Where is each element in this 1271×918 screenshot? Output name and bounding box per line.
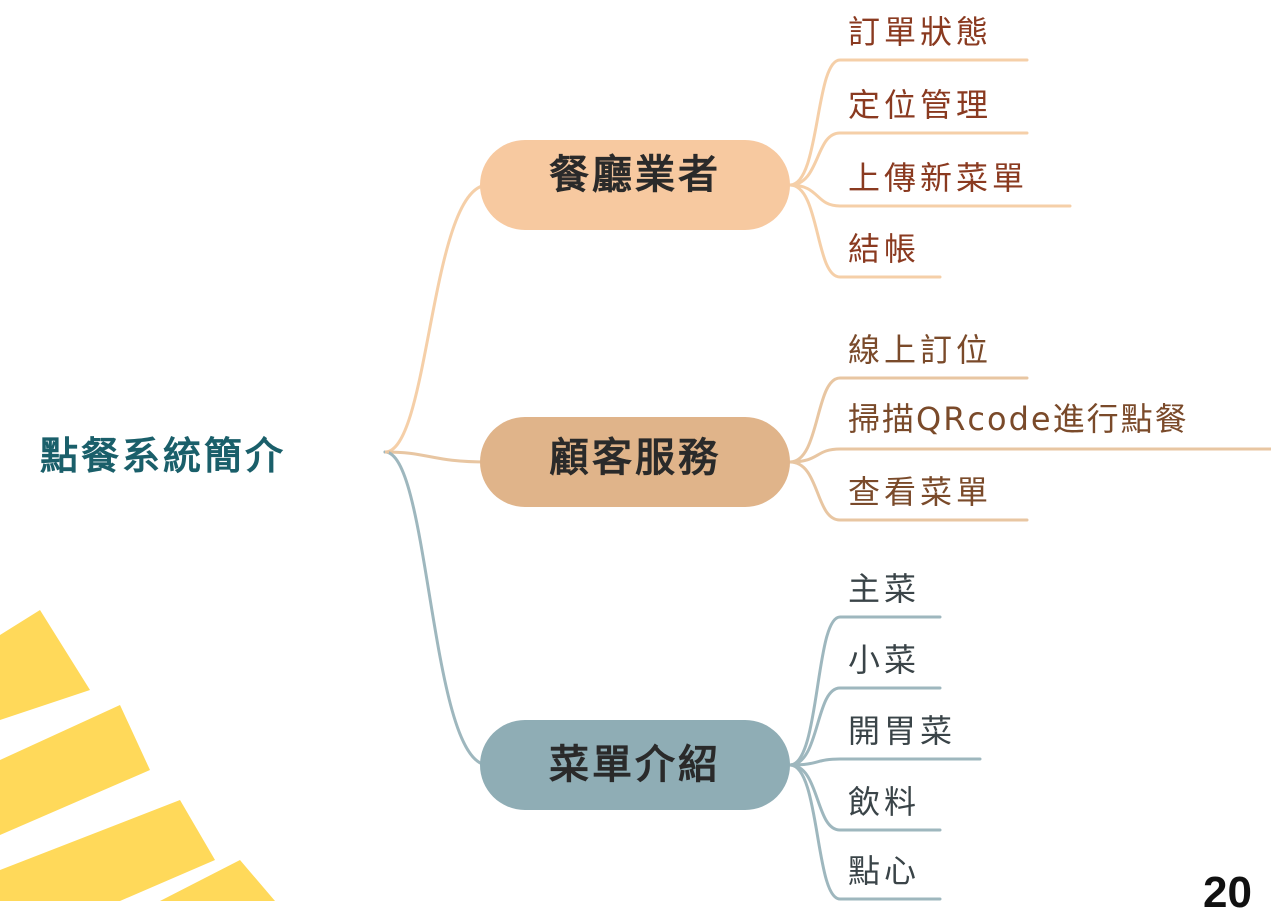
connector-branch-1-leaf-1 xyxy=(788,447,1271,464)
leaf-scan-qrcode: 掃描QRcode進行點餐 xyxy=(848,400,1189,438)
connector-root-branch-2 xyxy=(383,450,490,767)
branch-customer-service: 顧客服務 xyxy=(549,435,721,481)
leaf-checkout: 結帳 xyxy=(848,230,921,268)
sun-ray-2 xyxy=(0,800,215,901)
connector-root-branch-1 xyxy=(383,450,490,464)
leaf-drinks: 飲料 xyxy=(848,783,921,821)
connector-branch-2-leaf-4 xyxy=(788,763,942,901)
connector-branch-0-leaf-2 xyxy=(788,183,1072,208)
connector-branch-0-leaf-1 xyxy=(788,131,1029,187)
branch-pills xyxy=(480,140,790,810)
connector-branch-2-leaf-3 xyxy=(788,763,942,832)
branch-pill-1 xyxy=(480,417,790,507)
leaf-view-menu: 查看菜單 xyxy=(848,473,993,511)
leaf-main-dish: 主菜 xyxy=(848,570,921,608)
branch-pill-2 xyxy=(480,720,790,810)
leaf-reservation-management: 定位管理 xyxy=(848,86,993,124)
leaf-upload-menu: 上傳新菜單 xyxy=(848,159,1029,197)
page-number: 20 xyxy=(1203,868,1252,917)
sun-ray-1 xyxy=(0,705,150,835)
connector-branch-2-leaf-1 xyxy=(788,686,942,767)
connector-branch-1-leaf-0 xyxy=(788,376,1029,464)
leaf-online-booking: 線上訂位 xyxy=(848,331,993,369)
connector-branch-2-leaf-0 xyxy=(788,615,942,767)
connector-branch-2-leaf-2 xyxy=(788,757,982,767)
connector-branch-1-leaf-2 xyxy=(788,460,1029,522)
sun-ray-3 xyxy=(160,860,275,901)
leaf-order-status: 訂單狀態 xyxy=(848,13,993,51)
connector-root-branch-0 xyxy=(383,183,490,454)
connector-branch-0-leaf-3 xyxy=(788,183,942,279)
sun-rays-decoration xyxy=(0,610,275,901)
branch-restaurant: 餐廳業者 xyxy=(549,152,721,198)
root-topic: 點餐系統簡介 xyxy=(40,434,287,478)
connector-branch-0-leaf-0 xyxy=(788,58,1029,187)
branch-pill-0 xyxy=(480,140,790,230)
branch-menu-intro: 菜單介紹 xyxy=(549,742,721,788)
leaf-appetizer: 開胃菜 xyxy=(848,712,957,750)
leaf-dessert: 點心 xyxy=(848,852,921,890)
connector-lines xyxy=(383,58,1271,901)
leaf-side-dish: 小菜 xyxy=(848,641,921,679)
sun-ray-0 xyxy=(0,610,90,720)
